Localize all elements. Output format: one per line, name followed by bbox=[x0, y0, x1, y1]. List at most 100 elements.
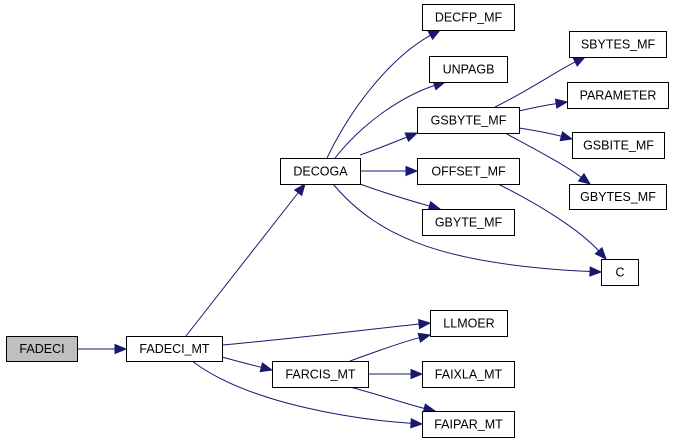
edge-offset-mf-to-c bbox=[497, 183, 607, 260]
node-box[interactable] bbox=[422, 4, 515, 31]
edge-decoga-to-gsbyte-mf bbox=[359, 132, 419, 156]
node-label: FARCIS_MT bbox=[285, 368, 356, 382]
node-box[interactable] bbox=[6, 336, 78, 362]
edge-line bbox=[185, 191, 300, 337]
edge-decoga-to-offset-mf bbox=[360, 165, 419, 177]
node-offset-mf[interactable]: OFFSET_MF bbox=[417, 158, 520, 185]
node-c[interactable]: C bbox=[601, 259, 639, 286]
edge-line bbox=[518, 102, 558, 112]
edge-line bbox=[221, 356, 263, 369]
node-label: LLMOER bbox=[443, 317, 494, 331]
node-gbyte-mf[interactable]: GBYTE_MF bbox=[422, 209, 515, 236]
node-label: GBYTE_MF bbox=[435, 216, 503, 230]
node-decoga[interactable]: DECOGA bbox=[280, 158, 361, 185]
node-label: DECOGA bbox=[293, 165, 348, 179]
node-box[interactable] bbox=[422, 411, 515, 438]
edge-line bbox=[349, 386, 426, 410]
edge-decoga-to-decfp-mf bbox=[326, 29, 442, 159]
arrowhead-icon bbox=[594, 246, 607, 260]
node-box[interactable] bbox=[569, 184, 667, 210]
edge-fadeci-mt-to-farcis-mt bbox=[221, 356, 274, 373]
arrowhead-icon bbox=[554, 98, 569, 109]
edge-farcis-mt-to-faixla-mt bbox=[368, 368, 424, 380]
node-label: FADECI_MT bbox=[139, 342, 210, 356]
node-label: FADECI bbox=[19, 342, 64, 356]
edge-line bbox=[349, 336, 421, 362]
node-box[interactable] bbox=[272, 361, 369, 388]
node-label: C bbox=[615, 266, 624, 280]
node-label: PARAMETER bbox=[580, 89, 657, 103]
edge-line bbox=[518, 127, 563, 137]
node-box[interactable] bbox=[572, 132, 665, 159]
node-box[interactable] bbox=[569, 31, 667, 58]
node-box[interactable] bbox=[422, 209, 515, 236]
node-decfp-mf[interactable]: DECFP_MF bbox=[422, 4, 515, 31]
node-gsbyte-mf[interactable]: GSBYTE_MF bbox=[417, 107, 520, 134]
node-gsbite-mf[interactable]: GSBITE_MF bbox=[572, 132, 665, 159]
edge-fadeci-mt-to-faipar-mt bbox=[191, 360, 424, 429]
edge-fadeci-mt-to-decoga bbox=[185, 182, 306, 337]
arrowhead-icon bbox=[259, 362, 274, 373]
arrowhead-icon bbox=[293, 182, 306, 197]
node-box[interactable] bbox=[429, 56, 508, 83]
node-box[interactable] bbox=[430, 310, 508, 337]
edge-fadeci-to-fadeci-mt bbox=[78, 343, 128, 355]
arrowhead-icon bbox=[410, 418, 424, 429]
edges-layer bbox=[78, 29, 607, 429]
node-sbytes-mf[interactable]: SBYTES_MF bbox=[569, 31, 667, 58]
arrowhead-icon bbox=[417, 332, 432, 343]
node-label: GBYTES_MF bbox=[580, 190, 656, 204]
edge-line bbox=[359, 136, 408, 156]
node-llmoer[interactable]: LLMOER bbox=[430, 310, 508, 337]
node-faixla-mt[interactable]: FAIXLA_MT bbox=[422, 361, 515, 388]
edge-line bbox=[332, 183, 592, 273]
arrowhead-icon bbox=[410, 368, 424, 380]
edge-line bbox=[326, 34, 432, 159]
arrowhead-icon bbox=[572, 56, 587, 67]
edge-decoga-to-gbyte-mf bbox=[359, 183, 442, 211]
node-farcis-mt[interactable]: FARCIS_MT bbox=[272, 361, 369, 388]
node-faipar-mt[interactable]: FAIPAR_MT bbox=[422, 411, 515, 438]
edge-gsbyte-mf-to-gbytes-mf bbox=[504, 132, 592, 185]
arrowhead-icon bbox=[114, 343, 128, 355]
edge-line bbox=[334, 84, 436, 159]
node-box[interactable] bbox=[417, 107, 520, 134]
node-box[interactable] bbox=[126, 336, 223, 362]
arrowhead-icon bbox=[405, 165, 419, 177]
node-fadeci-mt[interactable]: FADECI_MT bbox=[126, 336, 223, 362]
node-label: OFFSET_MF bbox=[431, 165, 506, 179]
node-box[interactable] bbox=[601, 259, 639, 286]
node-label: GSBYTE_MF bbox=[431, 114, 507, 128]
node-box[interactable] bbox=[280, 158, 361, 185]
node-label: UNPAGB bbox=[443, 63, 495, 77]
nodes-layer: FADECI FADECI_MT DECOGA DECFP_MF UNPAGB GSBYT… bbox=[6, 4, 669, 438]
arrowhead-icon bbox=[589, 266, 603, 277]
arrowhead-icon bbox=[427, 29, 442, 41]
arrowhead-icon bbox=[404, 132, 419, 143]
edge-line bbox=[359, 183, 431, 207]
node-gbytes-mf[interactable]: GBYTES_MF bbox=[569, 184, 667, 210]
arrowhead-icon bbox=[577, 172, 592, 185]
edge-gsbyte-mf-to-parameter bbox=[518, 98, 569, 112]
node-box[interactable] bbox=[422, 361, 515, 388]
arrowhead-icon bbox=[418, 318, 432, 330]
node-unpagb[interactable]: UNPAGB bbox=[429, 56, 508, 83]
node-parameter[interactable]: PARAMETER bbox=[567, 82, 669, 109]
edge-gsbyte-mf-to-gsbite-mf bbox=[518, 127, 574, 142]
node-box[interactable] bbox=[567, 82, 669, 109]
edge-farcis-mt-to-llmoer bbox=[349, 332, 432, 362]
edge-line bbox=[191, 360, 413, 424]
node-fadeci[interactable]: FADECI bbox=[6, 336, 78, 362]
edge-farcis-mt-to-faipar-mt bbox=[349, 386, 437, 414]
edge-line bbox=[504, 132, 583, 179]
edge-line bbox=[494, 61, 577, 108]
node-label: SBYTES_MF bbox=[581, 38, 656, 52]
node-box[interactable] bbox=[417, 158, 520, 185]
node-label: GSBITE_MF bbox=[583, 139, 654, 153]
node-label: FAIPAR_MT bbox=[434, 418, 503, 432]
edge-line bbox=[497, 183, 600, 252]
node-label: FAIXLA_MT bbox=[435, 368, 503, 382]
node-label: DECFP_MF bbox=[435, 11, 503, 25]
edge-line bbox=[221, 323, 421, 346]
